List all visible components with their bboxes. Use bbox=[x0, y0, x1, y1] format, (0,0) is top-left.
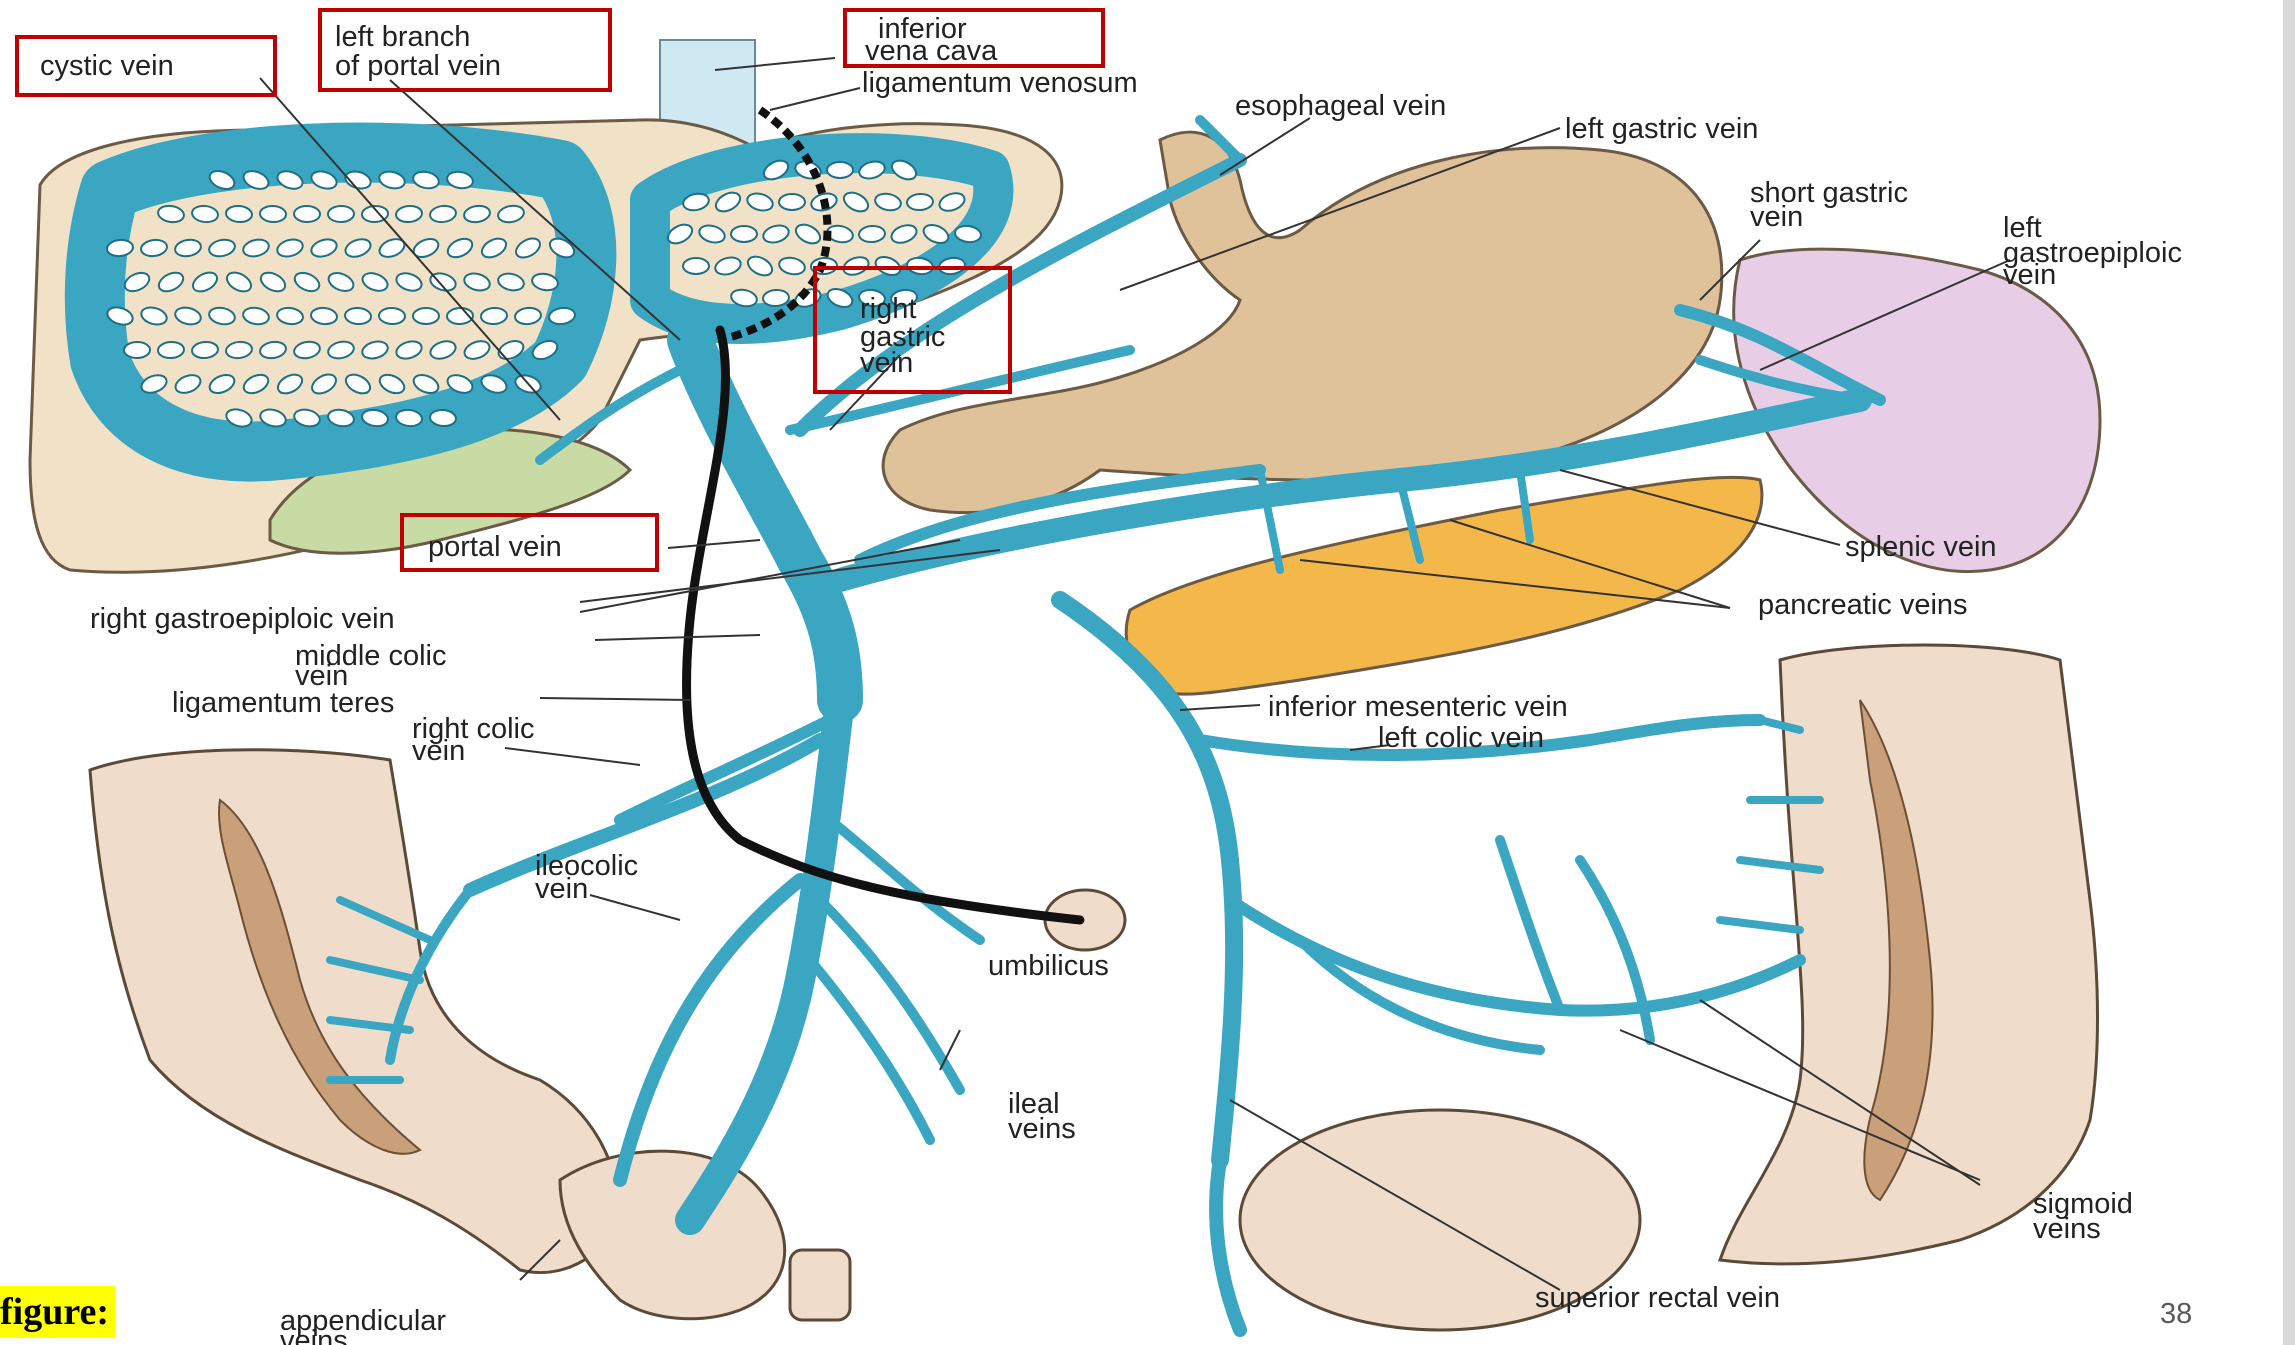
label-umbilicus: umbilicus bbox=[988, 950, 1109, 982]
label-short-gastric-2: vein bbox=[1750, 201, 1803, 233]
label-appendicular-2: veins bbox=[280, 1325, 348, 1345]
sinusoid-hole bbox=[344, 307, 371, 325]
sinusoid-hole bbox=[413, 308, 439, 324]
figure-caption: figure: bbox=[0, 1286, 115, 1338]
sinusoid-hole bbox=[328, 206, 354, 222]
sinusoid-hole bbox=[294, 206, 320, 222]
label-splenic-vein: splenic vein bbox=[1845, 531, 1997, 563]
sinusoid-hole bbox=[762, 289, 789, 307]
label-pancreatic-veins: pancreatic veins bbox=[1758, 589, 1968, 621]
label-right-colic-2: vein bbox=[412, 735, 465, 767]
label-ileal-2: veins bbox=[1008, 1113, 1076, 1145]
label-left-colic-vein: left colic vein bbox=[1378, 722, 1544, 754]
cecum-shape bbox=[560, 1151, 785, 1319]
sinusoid-hole bbox=[827, 162, 853, 178]
label-left-branch-portal-2: of portal vein bbox=[335, 50, 501, 82]
label-right-gastroepiploic-vein: right gastroepiploic vein bbox=[90, 603, 395, 635]
label-sigmoid-2: veins bbox=[2033, 1213, 2101, 1245]
sinusoid-hole bbox=[731, 226, 757, 242]
sinusoid-hole bbox=[858, 225, 885, 243]
label-esophageal-vein: esophageal vein bbox=[1235, 90, 1446, 122]
label-ileocolic-2: vein bbox=[535, 873, 588, 905]
terminal-ileum-shape bbox=[790, 1250, 850, 1320]
label-ligamentum-venosum: ligamentum venosum bbox=[862, 67, 1138, 99]
label-inferior-mesenteric-vein: inferior mesenteric vein bbox=[1268, 691, 1568, 723]
label-superior-rectal-vein: superior rectal vein bbox=[1535, 1282, 1780, 1314]
sinusoid-hole bbox=[379, 308, 406, 325]
sinusoid-hole bbox=[906, 193, 933, 211]
sinusoid-hole bbox=[260, 205, 287, 222]
page-number: 38 bbox=[2160, 1298, 2192, 1331]
label-portal-vein: portal vein bbox=[428, 531, 562, 563]
sinusoid-hole bbox=[683, 258, 709, 274]
right-edge-bar bbox=[2283, 0, 2295, 1345]
sinusoid-hole bbox=[779, 194, 805, 210]
sinusoid-hole bbox=[480, 307, 507, 325]
ascending-colon-shape bbox=[90, 750, 620, 1273]
label-right-gastric-3: vein bbox=[860, 347, 913, 379]
label-ivc-2: vena cava bbox=[865, 35, 998, 67]
label-left-gastric-vein: left gastric vein bbox=[1565, 113, 1758, 145]
label-cystic-vein: cystic vein bbox=[40, 50, 174, 82]
label-left-branch-portal-1: left branch bbox=[335, 21, 470, 53]
sinusoid-hole bbox=[124, 342, 150, 358]
label-left-gastroepiploic-3: vein bbox=[2003, 259, 2056, 291]
sinusoid-hole bbox=[158, 341, 185, 358]
label-ligamentum-teres: ligamentum teres bbox=[172, 687, 394, 719]
